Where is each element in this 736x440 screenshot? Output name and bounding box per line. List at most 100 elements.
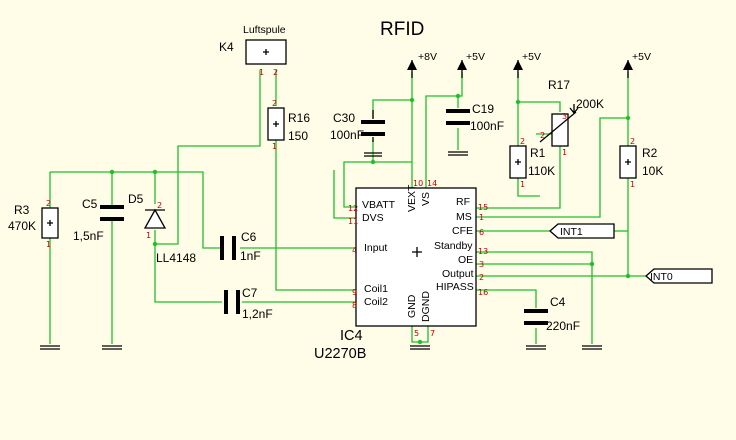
pin-number: 1 <box>630 180 635 189</box>
supply-label: +5V <box>522 51 541 63</box>
wire-d5-bottom <box>154 230 222 303</box>
component-ref: C19 <box>472 102 494 116</box>
junction <box>370 159 376 165</box>
schematic-title: RFID <box>380 19 424 40</box>
supply-5v-r17: +5V <box>513 51 541 78</box>
pin-number: 1 <box>146 231 151 240</box>
junction <box>409 97 415 103</box>
junction <box>515 99 521 105</box>
ic-part: U2270B <box>314 346 366 362</box>
supply-arrow-icon <box>623 60 633 70</box>
ground-icon <box>448 151 468 156</box>
component-ref: K4 <box>219 40 234 54</box>
supply-8v: +8V <box>407 51 437 78</box>
component-r17: 3 2 1 R17 200K <box>539 78 604 157</box>
wire-hipass <box>476 289 537 308</box>
component-value: 1,2nF <box>242 307 273 321</box>
pin-number: 2 <box>273 68 278 77</box>
component-c19: C19 100nF <box>446 102 504 133</box>
pin-number: 3 <box>479 260 484 269</box>
resistor-symbol-icon <box>47 220 53 226</box>
ground-icon <box>526 345 546 350</box>
component-k4: Luftspule K4 1 2 <box>219 24 287 77</box>
pin-number: 2 <box>46 199 51 208</box>
component-value: 220nF <box>546 319 580 333</box>
ground-symbols <box>40 151 602 350</box>
component-ref: R2 <box>642 146 658 160</box>
pin-name: RF <box>456 196 470 208</box>
junction <box>625 115 631 121</box>
net-flag-int0: INT0 <box>645 268 713 284</box>
pin-number: 14 <box>427 179 437 188</box>
component-c6: C6 1nF <box>220 230 261 263</box>
pin-number: 5 <box>414 329 419 338</box>
pin-number: 11 <box>348 217 358 226</box>
pin-name: Coil1 <box>364 283 388 295</box>
junction <box>625 273 631 279</box>
wires <box>49 70 646 345</box>
supply-label: +5V <box>466 51 485 63</box>
pin-name: VS <box>420 192 432 206</box>
pin-name: DGND <box>420 291 432 322</box>
component-value: Luftspule <box>243 24 286 36</box>
supply-arrow-icon <box>457 60 467 70</box>
net-flag-shape <box>549 223 615 239</box>
component-value: 1,5nF <box>73 229 104 243</box>
supply-label: +5V <box>632 51 651 63</box>
pin-number: 1 <box>272 142 277 151</box>
net-flag-shape <box>645 268 713 284</box>
supply-arrow-icon <box>407 60 417 70</box>
ground-icon <box>102 345 122 350</box>
supply-arrow-icon <box>513 60 523 70</box>
wire-vbatt <box>343 161 373 208</box>
pin-name: Standby <box>434 240 473 252</box>
component-value: 200K <box>576 97 604 111</box>
coil-symbol-icon <box>263 49 269 55</box>
component-ref: R3 <box>14 203 30 217</box>
ic-ref: IC4 <box>340 328 363 344</box>
supply-5v-vs: +5V <box>457 51 485 78</box>
pin-name: VEXT <box>406 184 418 212</box>
component-r1: 2 1 R1 110K <box>509 137 555 189</box>
pin-number: 1 <box>46 240 51 249</box>
ground-icon <box>40 345 60 350</box>
component-ref: C4 <box>550 295 566 309</box>
component-ref: R16 <box>288 111 310 125</box>
component-value: 100nF <box>470 119 504 133</box>
pin-number: 2 <box>520 137 525 146</box>
component-r3: 2 1 R3 470K <box>8 199 59 249</box>
wire-r17-bottom <box>476 146 561 209</box>
trim-arrow-icon <box>539 111 577 143</box>
pin-number: 12 <box>348 204 358 213</box>
ground-icon <box>410 345 430 350</box>
component-value: 110K <box>528 164 555 178</box>
resistor-symbol-icon <box>625 159 631 165</box>
component-ref: D5 <box>128 192 144 206</box>
component-value: 10K <box>642 164 663 178</box>
supply-label: +8V <box>418 51 437 63</box>
wire-r16-to-coil1 <box>275 140 356 291</box>
pin-number: 8 <box>352 301 357 310</box>
pin-number: 16 <box>478 288 488 297</box>
component-r16: 2 1 R16 150 <box>267 99 310 151</box>
component-value: 1nF <box>240 249 261 263</box>
junction <box>417 339 423 345</box>
pin-name: Input <box>364 242 387 254</box>
wire-c30-dvs <box>372 140 412 163</box>
net-flag-int1: INT1 <box>549 223 615 239</box>
pin-number: 2 <box>479 273 484 282</box>
wire-5v-vs <box>425 72 463 188</box>
pin-number: 1 <box>479 213 484 222</box>
resistor-symbol-icon <box>273 121 279 127</box>
component-value: 470K <box>8 219 36 233</box>
component-ref: C7 <box>242 286 258 300</box>
pin-number: 10 <box>413 179 423 188</box>
pin-name: VBATT <box>362 199 396 211</box>
component-c30: C30 100nF <box>330 110 385 142</box>
pin-name: GND <box>406 294 418 318</box>
pin-number: 15 <box>478 203 488 212</box>
wire-5v-r17 <box>517 72 561 112</box>
diode-symbol-icon <box>143 208 167 229</box>
component-ref: C6 <box>241 230 257 244</box>
